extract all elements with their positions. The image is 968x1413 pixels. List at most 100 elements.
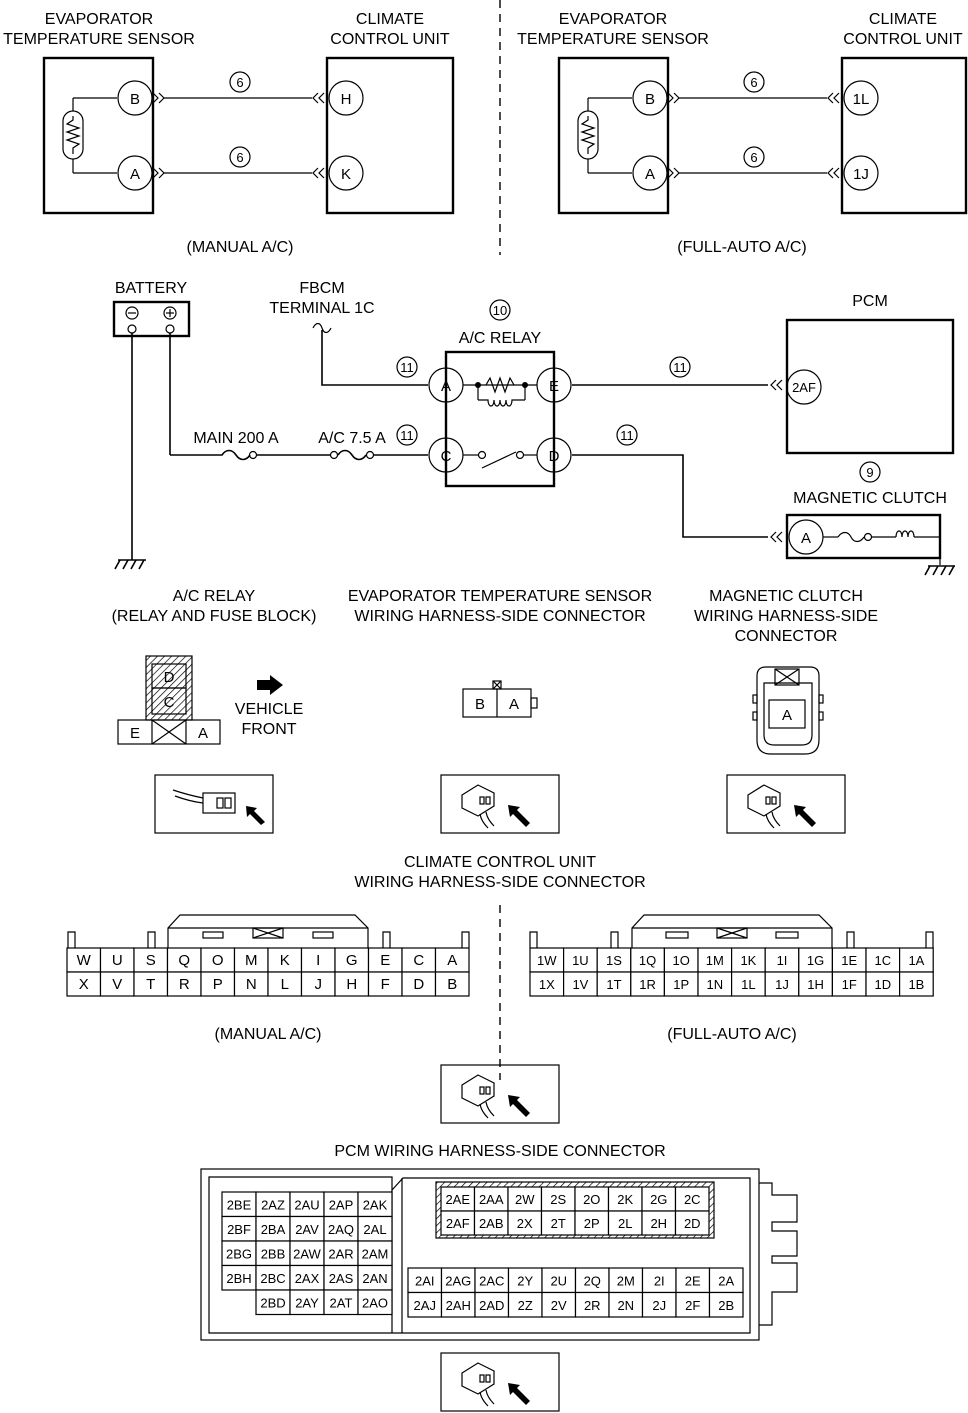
sensor-connector-title-line2: WIRING HARNESS-SIDE CONNECTOR <box>354 608 645 625</box>
pin-cell <box>267 971 303 997</box>
pin-label: 1O <box>673 953 690 968</box>
pin-cell <box>541 1291 577 1318</box>
pin-label: 2A <box>718 1273 734 1288</box>
pin-label: G <box>346 952 358 969</box>
pin-cell <box>133 947 169 973</box>
unit-title-line1: CLIMATE <box>869 11 937 28</box>
pin-cell <box>831 947 867 973</box>
wire-id-badge <box>396 356 418 378</box>
pin-label: 2AF <box>446 1216 470 1231</box>
pin-label: 1W <box>537 953 557 968</box>
pin-label: 2G <box>650 1192 667 1207</box>
pin-label: 2AI <box>415 1273 435 1288</box>
ground-icon <box>924 565 955 576</box>
pin-cell <box>596 971 632 997</box>
pin-label: 2AL <box>363 1222 386 1237</box>
pin-label: 2U <box>550 1273 567 1288</box>
pin-label: 1X <box>539 977 555 992</box>
pin-label: 1F <box>842 977 857 992</box>
unit-pin-1l-label: 1L <box>853 91 870 108</box>
pin-label: 1L <box>741 977 755 992</box>
pin-cell <box>675 1267 711 1294</box>
pin-cell <box>66 947 102 973</box>
pin-cell <box>574 1210 610 1236</box>
sensor-title-line1: EVAPORATOR <box>559 11 667 28</box>
pin-label: 2S <box>550 1192 566 1207</box>
pin-label: X <box>79 976 89 993</box>
main-fuse-icon <box>215 449 258 461</box>
pin-label: 2AY <box>295 1295 319 1310</box>
sensor-cell-a: A <box>509 696 519 713</box>
pin-label: 2Z <box>518 1298 533 1313</box>
wire-id-badge <box>396 424 418 446</box>
pin-cell <box>440 1291 476 1318</box>
pin-cell <box>434 947 470 973</box>
pin-label: F <box>381 976 390 993</box>
relay-pin-d-label: D <box>549 448 560 465</box>
sensor-title-line2: TEMPERATURE SENSOR <box>3 31 195 48</box>
pcm-connector-title: PCM WIRING HARNESS-SIDE CONNECTOR <box>334 1143 665 1160</box>
clutch-pin-a-label: A <box>801 530 811 547</box>
relay-pin-c-label: C <box>441 448 452 465</box>
pin-label: 2AH <box>446 1298 471 1313</box>
pin-cell <box>674 1186 710 1212</box>
pin-label: 2AG <box>445 1273 471 1288</box>
ccu-manual-caption: (MANUAL A/C) <box>215 1026 322 1043</box>
pin-cell <box>233 947 269 973</box>
pin-label: 2AX <box>295 1271 320 1286</box>
pin-label: 1P <box>673 977 689 992</box>
sensor-title-line2: TEMPERATURE SENSOR <box>517 31 709 48</box>
pin-cell <box>221 1191 257 1218</box>
relay-pin-e <box>536 367 572 403</box>
arrow-right-icon <box>257 675 283 695</box>
terminal-icon <box>312 322 332 334</box>
pin-label: I <box>316 952 320 969</box>
pin-label: 1A <box>908 953 924 968</box>
pin-label: 2F <box>685 1298 700 1313</box>
full-auto-caption: (FULL-AUTO A/C) <box>677 239 807 256</box>
pin-label: V <box>112 976 122 993</box>
pcm-label: PCM <box>852 293 888 310</box>
pin-label: R <box>179 976 190 993</box>
wire-id-label: 11 <box>620 428 634 443</box>
fbcm-label-line2: TERMINAL 1C <box>269 300 374 317</box>
pin-label: 1H <box>807 977 824 992</box>
evap-sensor-connector: EVAPORATOR TEMPERATURE SENSOR WIRING HAR… <box>348 588 652 834</box>
pin-label: 2BC <box>260 1271 285 1286</box>
pin-label: 2T <box>551 1216 566 1231</box>
sensor-pin-b-label: B <box>645 91 655 108</box>
pin-cell <box>323 1215 359 1242</box>
relay-circuit: BATTERY MAIN 200 A A/C 7.5 A <box>112 280 955 576</box>
pin-label: 2BD <box>260 1295 285 1310</box>
pin-label: 2AR <box>328 1246 353 1261</box>
relay-cell-a: A <box>198 725 208 742</box>
wire-id-badge <box>669 356 691 378</box>
unit-pin-1j <box>843 155 879 191</box>
pin-label: 2AO <box>362 1295 388 1310</box>
relay-coil-icon <box>463 376 537 407</box>
pin-label: 2D <box>684 1216 701 1231</box>
clutch-label: MAGNETIC CLUTCH <box>793 490 947 507</box>
pin-label: 2BA <box>261 1222 286 1237</box>
wire-id-badge <box>743 71 765 93</box>
pin-label: B <box>447 976 457 993</box>
pin-cell <box>540 1186 576 1212</box>
sensor-cell-b: B <box>475 696 485 713</box>
unit-pin-h <box>328 80 364 116</box>
connector-view-icon <box>440 1352 560 1412</box>
manual-caption: (MANUAL A/C) <box>187 239 294 256</box>
wire-id-label: 6 <box>750 150 757 165</box>
pin-cell <box>221 1240 257 1267</box>
pin-label: 2R <box>584 1298 601 1313</box>
pin-cell <box>898 971 934 997</box>
relay-pin-c <box>428 437 464 473</box>
pin-cell <box>641 1291 677 1318</box>
clutch-id-label: 9 <box>866 465 873 480</box>
pin-label: 2N <box>617 1298 634 1313</box>
pin-label: 2B <box>718 1298 734 1313</box>
wire-id-label: 6 <box>236 150 243 165</box>
pin-cell <box>596 947 632 973</box>
pin-cell <box>300 947 336 973</box>
